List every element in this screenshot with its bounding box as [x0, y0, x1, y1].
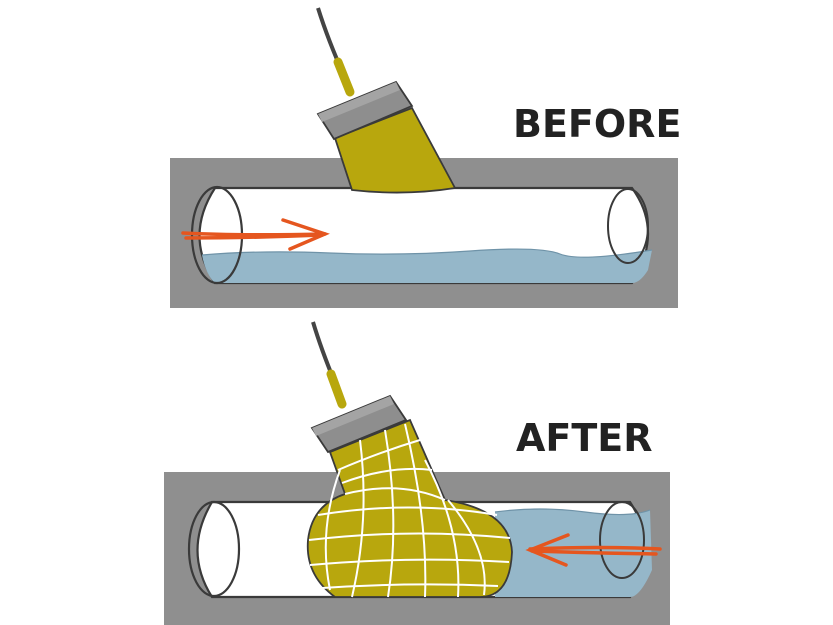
arrow-left-icon [525, 533, 662, 567]
before-label: BEFORE [513, 102, 681, 146]
before-water [202, 249, 652, 283]
before-pipe-right-end [607, 188, 649, 264]
after-bladder [306, 418, 513, 598]
before-plug-cap [316, 80, 414, 141]
arrow-right-icon [181, 218, 330, 251]
after-label: AFTER [516, 416, 653, 460]
before-plug-body [333, 106, 457, 194]
after-pipe-right-end [599, 501, 645, 579]
after-plug-cap [310, 394, 408, 454]
after-pipe-left-end [187, 500, 241, 598]
before-panel: BEFORE [170, 7, 681, 308]
after-panel: AFTER [164, 321, 670, 625]
